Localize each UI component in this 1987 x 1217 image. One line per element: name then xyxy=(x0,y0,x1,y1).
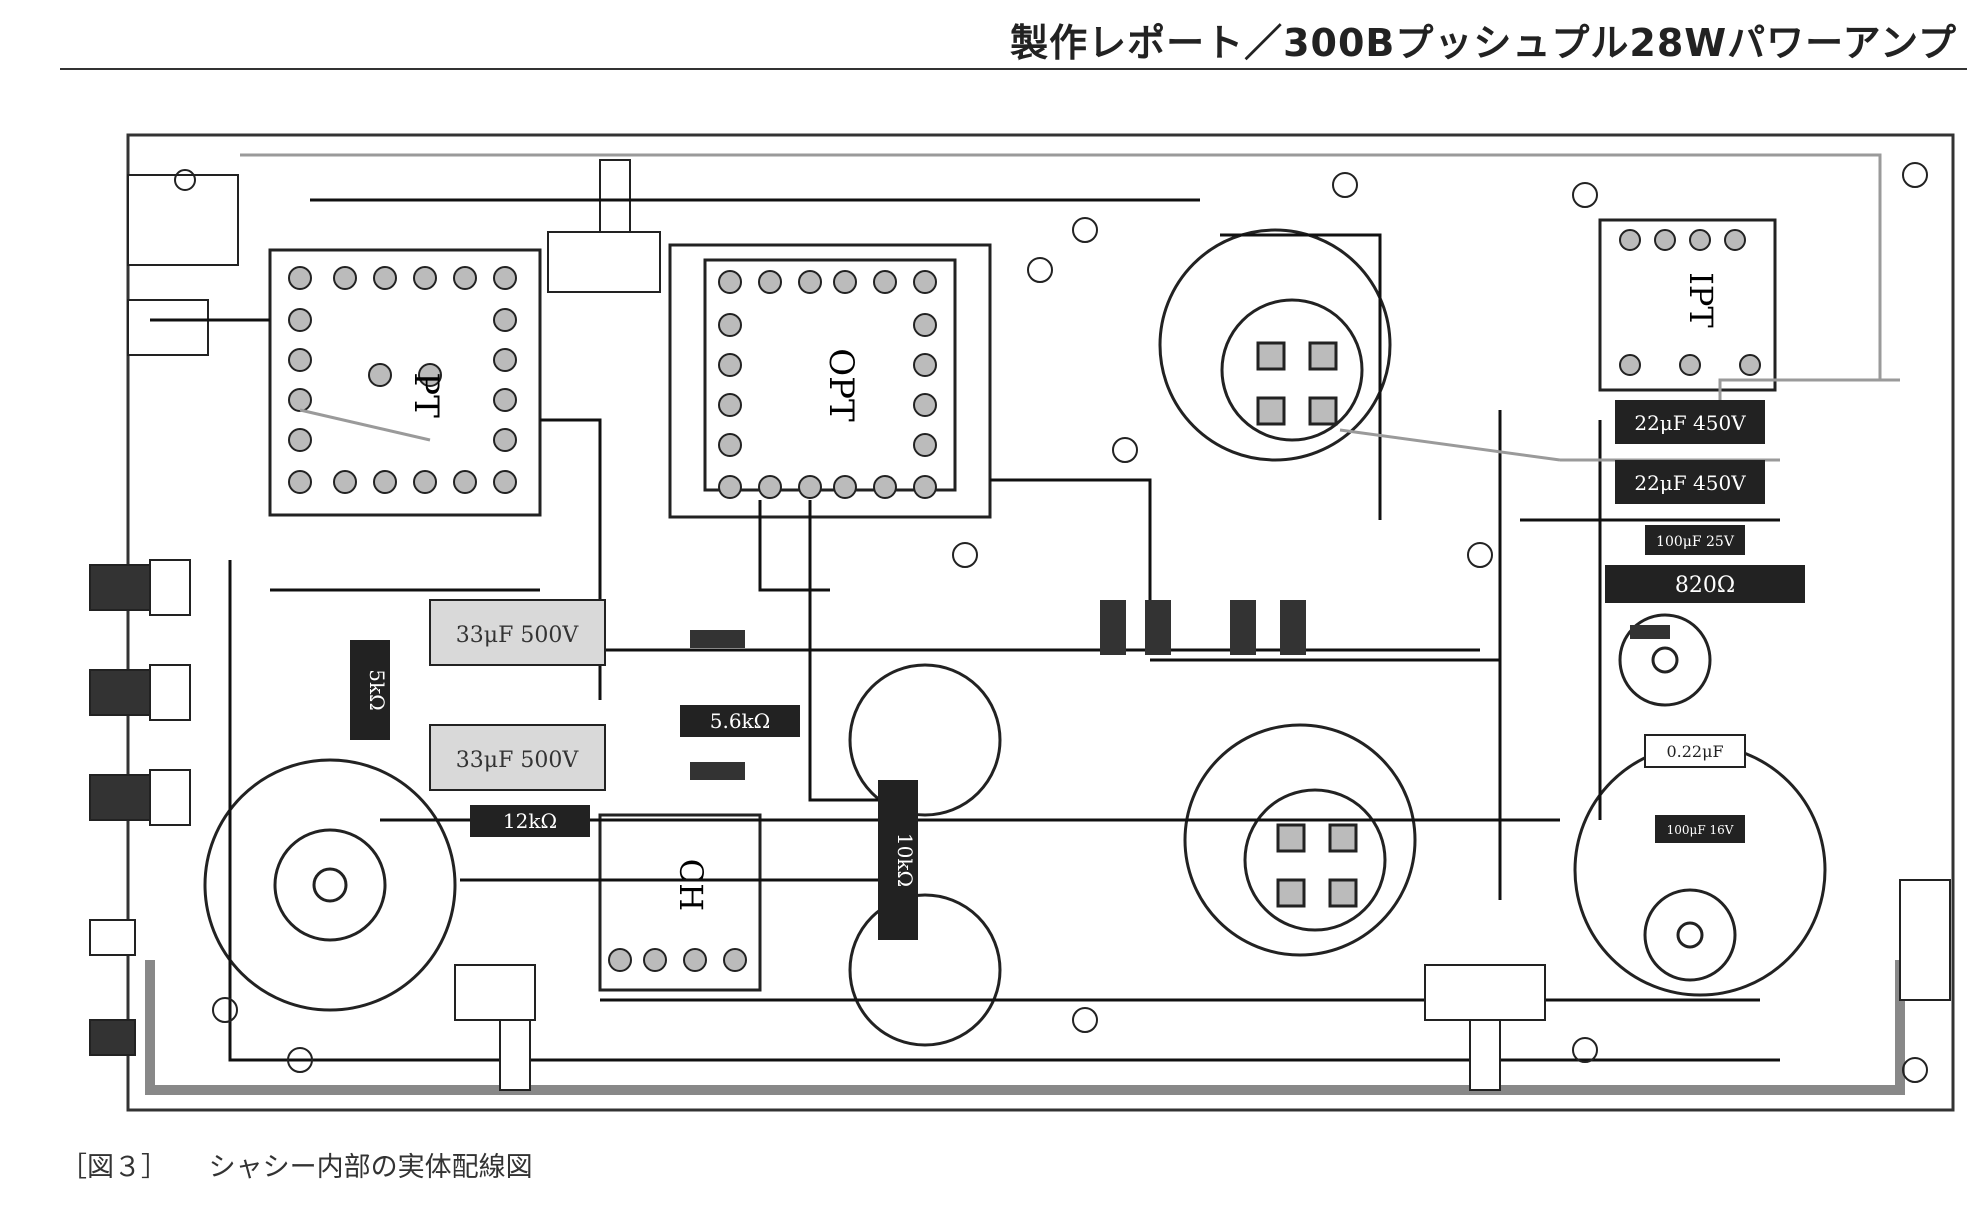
cap-100uf-16v: 100μF 16V xyxy=(1655,815,1745,843)
res-12k: 12kΩ xyxy=(470,805,590,837)
chassis-outline xyxy=(126,133,1955,1112)
opt-transformer: OPT xyxy=(668,243,992,519)
pt-label: PT xyxy=(406,372,446,418)
res-10k: 10kΩ xyxy=(878,780,918,940)
cap-0-22uf: 0.22μF xyxy=(1644,734,1746,768)
volume-pot-right xyxy=(1424,964,1546,1021)
small-resistors xyxy=(690,600,1670,780)
cap-33uf-a: 33μF 500V xyxy=(429,599,606,666)
cap-22uf-a: 22μF 450V xyxy=(1615,400,1765,444)
middle-socket-upper xyxy=(848,663,1002,817)
svg-text:10kΩ: 10kΩ xyxy=(893,833,917,887)
tube-socket-upper xyxy=(1158,228,1392,462)
cap-33uf-b: 33μF 500V xyxy=(429,724,606,791)
svg-text:12kΩ: 12kΩ xyxy=(503,809,557,833)
choke: CH xyxy=(598,813,762,992)
page-title: 製作レポート／300Bプッシュプル28Wパワーアンプ xyxy=(1010,21,1957,65)
left-connectors xyxy=(89,174,239,1056)
svg-text:5kΩ: 5kΩ xyxy=(365,669,389,710)
ipt-label: IPT xyxy=(1682,272,1720,328)
volume-pot-right-shaft xyxy=(1469,1019,1501,1091)
pt-transformer: PT xyxy=(268,248,542,517)
tube-socket-lower xyxy=(1183,723,1417,957)
mounting-holes xyxy=(174,162,1928,1083)
cap-100uf-25v: 100μF 25V xyxy=(1645,525,1745,555)
svg-text:22μF 450V: 22μF 450V xyxy=(1634,471,1746,495)
svg-text:22μF 450V: 22μF 450V xyxy=(1634,411,1746,435)
res-5k: 5kΩ xyxy=(350,640,390,740)
figure-caption-text: シャシー内部の実体配線図 xyxy=(208,1152,533,1183)
small-tube-socket-upper xyxy=(1618,613,1712,707)
svg-text:100μF 25V: 100μF 25V xyxy=(1656,534,1735,550)
figure-number: ［図３］ xyxy=(60,1152,168,1183)
svg-text:33μF 500V: 33μF 500V xyxy=(456,748,580,773)
top-terminal-block xyxy=(547,231,661,293)
res-820: 820Ω xyxy=(1605,565,1805,603)
svg-text:820Ω: 820Ω xyxy=(1675,573,1735,598)
opt-label: OPT xyxy=(821,348,861,422)
small-tube-socket-lower xyxy=(1573,743,1827,997)
svg-text:5.6kΩ: 5.6kΩ xyxy=(710,709,771,733)
volume-pot-left xyxy=(454,964,536,1021)
middle-socket-lower xyxy=(848,893,1002,1047)
svg-text:33μF 500V: 33μF 500V xyxy=(456,623,580,648)
res-5-6k: 5.6kΩ xyxy=(680,705,800,737)
svg-text:100μF 16V: 100μF 16V xyxy=(1667,823,1734,837)
header-rule xyxy=(60,68,1967,70)
rectifier-socket xyxy=(203,758,457,1012)
ipt-transformer: IPT xyxy=(1598,218,1777,392)
figure-caption: ［図３］ シャシー内部の実体配線図 xyxy=(60,1145,533,1184)
svg-text:0.22μF: 0.22μF xyxy=(1666,742,1723,761)
cap-22uf-b: 22μF 450V xyxy=(1615,460,1765,504)
ch-label: CH xyxy=(672,859,710,911)
top-terminal-post xyxy=(599,159,631,233)
input-terminal xyxy=(1899,879,1951,1001)
volume-pot-left-shaft xyxy=(499,1019,531,1091)
ground-bus xyxy=(145,960,1905,1095)
